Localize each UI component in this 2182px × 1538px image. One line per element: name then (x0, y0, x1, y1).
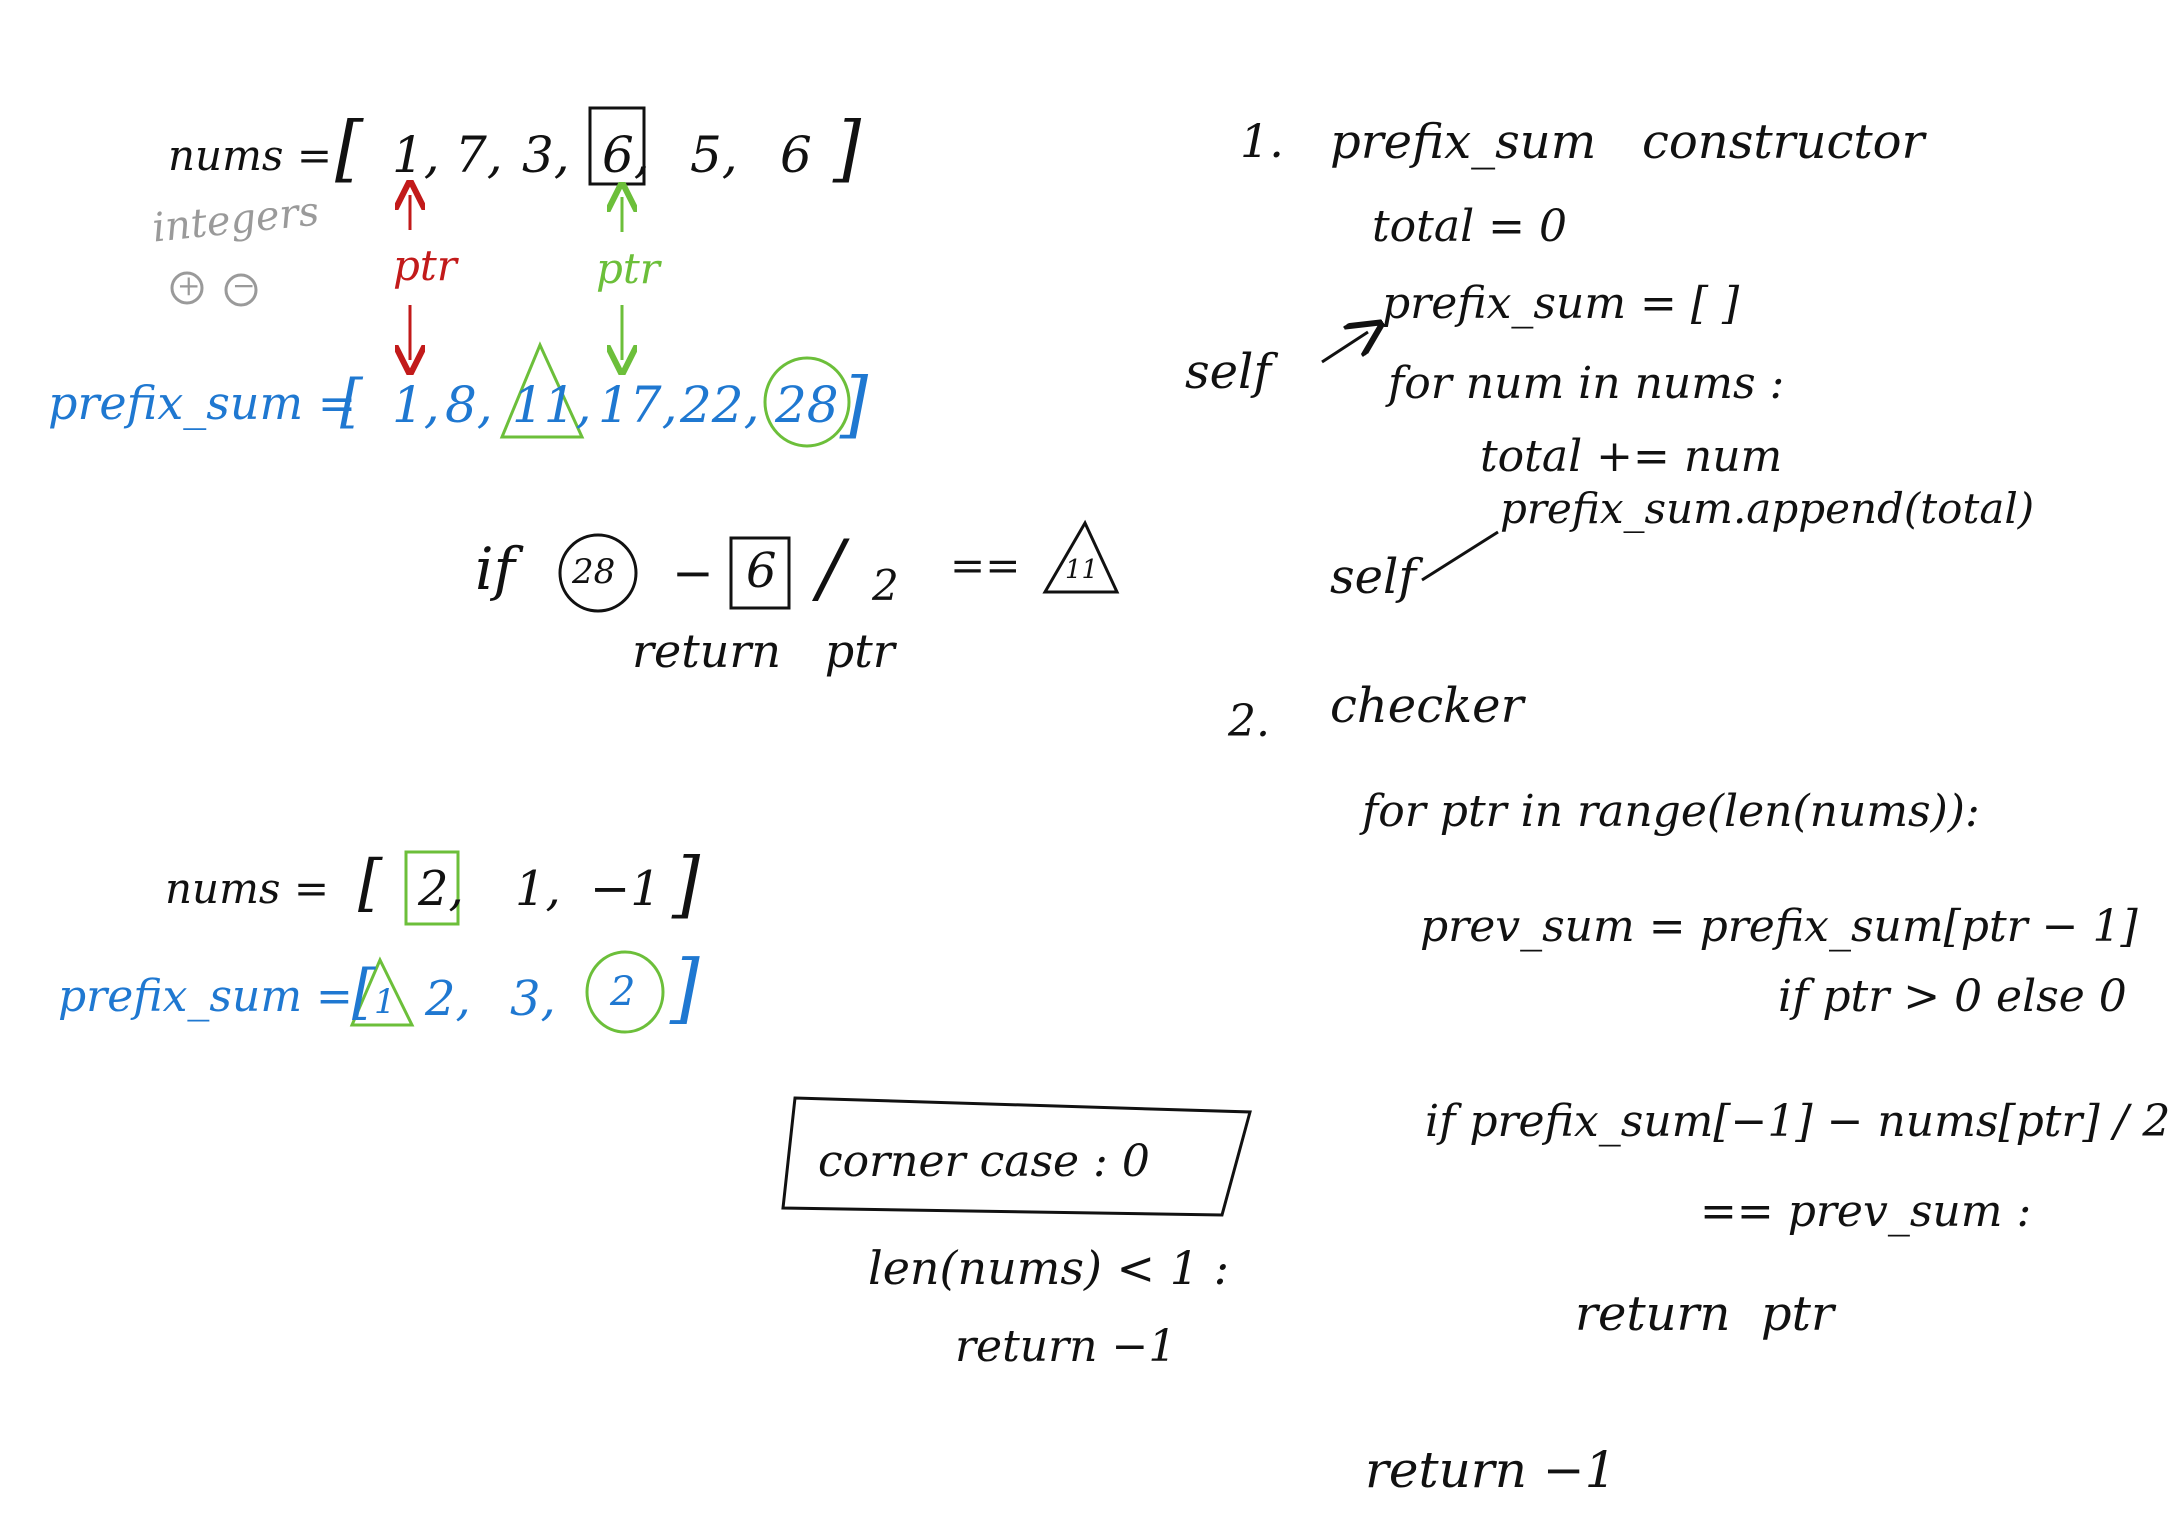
condition-6-box (729, 536, 791, 610)
ptr-red-label: ptr (393, 241, 457, 290)
prefix2-item: 2, (425, 971, 471, 1027)
checker-line: == prev_sum : (1700, 1186, 2032, 1237)
constructor-number: 1. (1240, 114, 1284, 168)
checker-line: for ptr in range(len(nums)): (1362, 786, 1980, 837)
nums2-item: 2, (418, 861, 464, 917)
checker-line: if ptr > 0 else 0 (1778, 971, 2127, 1022)
nums-open-bracket: [ (335, 106, 364, 190)
nums-item: 1, (392, 126, 440, 184)
self-label-2: self (1330, 549, 1417, 605)
return-ptr-text: return ptr (632, 624, 895, 678)
constructor-line: total += num (1480, 431, 1783, 482)
prefix2-triangle-mark: 1 (374, 982, 396, 1022)
nums-label: nums = (168, 131, 333, 180)
nums2-item: 1, (515, 861, 561, 917)
prefix-11-triangle (499, 341, 585, 439)
nums-item: 6, (602, 126, 650, 184)
checker-title: checker (1330, 678, 1524, 734)
condition-28-circle (558, 533, 638, 613)
nums-item: 7, (455, 126, 503, 184)
prefix2-2-circle (585, 950, 665, 1034)
checker-line: prev_sum = prefix_sum[ptr − 1] (1420, 901, 2138, 952)
constructor-line: for num in nums : (1388, 358, 1785, 409)
nums-item: 6 (780, 126, 812, 184)
condition-triangle (1042, 519, 1120, 594)
prefix2-item: 2 (610, 969, 636, 1015)
checker-line: return ptr (1575, 1286, 1834, 1342)
prefix-28-circle (763, 356, 851, 448)
condition-if: if (475, 535, 516, 603)
prefix-item: 1, (392, 376, 440, 434)
prefix-sum-label: prefix_sum = (48, 376, 357, 430)
condition-two: 2 (872, 561, 899, 610)
condition-minus: − (672, 544, 714, 602)
prefix2-item: 3, (510, 971, 556, 1027)
constructor-line: total = 0 (1372, 201, 1567, 252)
nums-item: 3, (522, 126, 570, 184)
prefix-close-bracket: ] (840, 362, 869, 446)
prefix2-label: prefix_sum = (58, 971, 353, 1022)
plus-sign: + (177, 269, 201, 302)
prefix2-open-bracket: [ (352, 957, 376, 1027)
condition-eq: == (950, 541, 1021, 590)
prefix-item: 8, (445, 376, 493, 434)
constructor-line: prefix_sum.append(total) (1500, 484, 2035, 533)
condition-total: 28 (572, 552, 616, 592)
prefix-item: 22, (680, 376, 760, 434)
self-arrow-1 (1321, 332, 1368, 364)
self-arrow-2 (1421, 530, 1499, 582)
checker-line: if prefix_sum[−1] − nums[ptr] / 2 (1425, 1096, 2171, 1147)
nums-item: 5, (690, 126, 738, 184)
minus-circle-icon (224, 273, 258, 307)
condition-num: 6 (746, 543, 777, 599)
prefix-item: 17, (598, 376, 678, 434)
ptr-green-label: ptr (596, 244, 660, 293)
checker-number: 2. (1228, 696, 1270, 747)
prefix2-close-bracket: ] (670, 943, 700, 1032)
prefix2-triangle (349, 956, 415, 1027)
self-label-1: self (1185, 344, 1272, 400)
nums2-label: nums = (165, 864, 330, 913)
corner-case-box (781, 1096, 1252, 1217)
nums2-close-bracket: ] (672, 842, 701, 926)
prefix-item: 28 (775, 376, 839, 434)
nums2-open-bracket: [ (358, 846, 383, 919)
minus-sign: − (232, 269, 256, 302)
nums2-item: −1 (590, 861, 661, 917)
prefix-item: 11, (512, 376, 592, 434)
constructor-line: prefix_sum = [ ] (1382, 278, 1740, 329)
condition-div: / (818, 523, 844, 612)
prefix-open-bracket: [ (340, 367, 363, 435)
corner-case-return: return −1 (955, 1321, 1177, 1372)
plus-circle-icon (170, 271, 204, 305)
corner-case-title: corner case : 0 (818, 1136, 1150, 1187)
nums-close-bracket: ] (833, 106, 862, 190)
corner-case-condition: len(nums) < 1 : (868, 1241, 1230, 1295)
condition-pivot: 11 (1065, 555, 1099, 585)
constructor-title: prefix_sum constructor (1330, 114, 1925, 170)
nums2-2-box (404, 850, 460, 926)
checker-line: return −1 (1365, 1441, 1617, 1499)
